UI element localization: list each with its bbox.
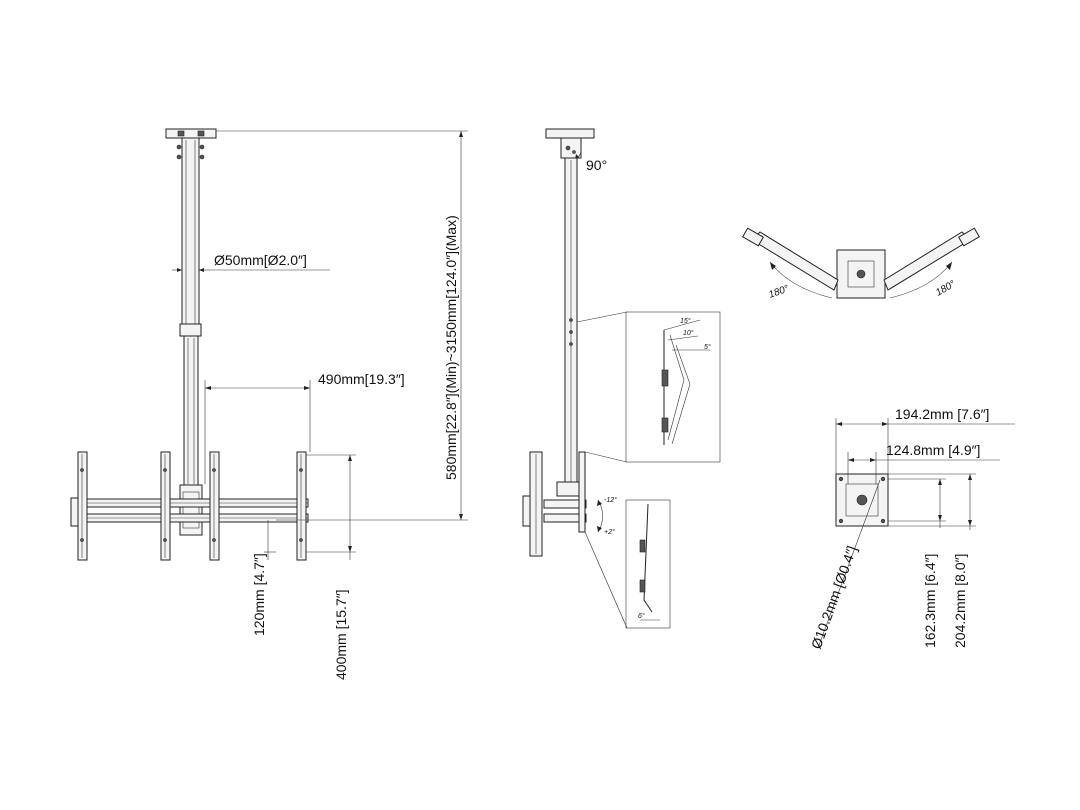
arm-length-label: 490mm[19.3″] [318,371,405,387]
vertical-bar-2 [160,451,171,561]
dim-pole-diameter: Ø50mm[Ø2.0″] [172,252,330,272]
center-bracket [179,484,203,536]
vertical-bar-1 [77,451,88,561]
tilt-range-indicator: -12° +2° [597,496,617,536]
width-outer-label: 194.2mm [7.6″] [895,406,989,422]
dim-height-inner: 162.3mm [6.4″] [888,478,946,648]
offset-small-label: 120mm [4.7″] [251,553,267,636]
pole-upper [181,137,200,329]
tilt-angle-a: 15° [680,317,691,325]
vertical-bar-4 [296,451,307,561]
dim-height-range: 580mm[22.8″](Min)~3150mm[124.0″](Max) [216,130,468,521]
dim-arm-length: 490mm[19.3″] [204,371,405,484]
side-ceiling-plate [545,128,595,139]
height-inner-label: 162.3mm [6.4″] [922,554,938,648]
top-right-arm [883,231,971,291]
dim-width-outer: 194.2mm [7.6″] [835,406,1015,474]
tilt-down-label: +2° [604,528,615,536]
tilt-detail-box: 15° 10° 5° [576,311,721,463]
height-outer-label: 204.2mm [8.0″] [952,554,968,648]
dim-offset-small: 120mm [4.7″] [251,519,306,636]
dim-width-inner: 124.8mm [4.9″] [847,442,1000,484]
pole-diameter-label: Ø50mm[Ø2.0″] [214,252,307,268]
width-inner-label: 124.8mm [4.9″] [886,442,980,458]
left-rotation-label: 180° [767,283,790,300]
tilt-up-label: -12° [604,496,617,504]
tilt-angle-c: 5° [704,343,711,351]
ceiling-plate [165,128,217,139]
front-view: Ø50mm[Ø2.0″] 490mm[19.3″] 580mm[22.8″](M… [70,128,468,680]
plate-view: 194.2mm [7.6″] 124.8mm [4.9″] Ø10.2mm [Ø… [808,406,1015,651]
hole-diameter-label: Ø10.2mm [Ø0.4″] [808,544,860,651]
vertical-bar-3 [209,451,220,561]
dim-offset-large: 400mm [15.7″] [306,454,356,680]
dim-height-outer: 204.2mm [8.0″] [888,473,976,648]
portrait-detail-box: 6° [584,499,671,629]
tilt-angle-b: 10° [683,329,694,337]
top-left-arm [751,231,839,291]
height-range-label: 580mm[22.8″](Min)~3150mm[124.0″](Max) [443,215,459,480]
top-rotation-label: 90° [586,157,607,173]
portrait-angle-label: 6° [638,612,645,620]
pole-lower [183,335,199,487]
top-view: 180° 180° [742,227,980,301]
side-view: 90° 15° 10° 5° [522,128,721,629]
offset-large-label: 400mm [15.7″] [333,589,349,680]
right-rotation-label: 180° [934,279,957,299]
